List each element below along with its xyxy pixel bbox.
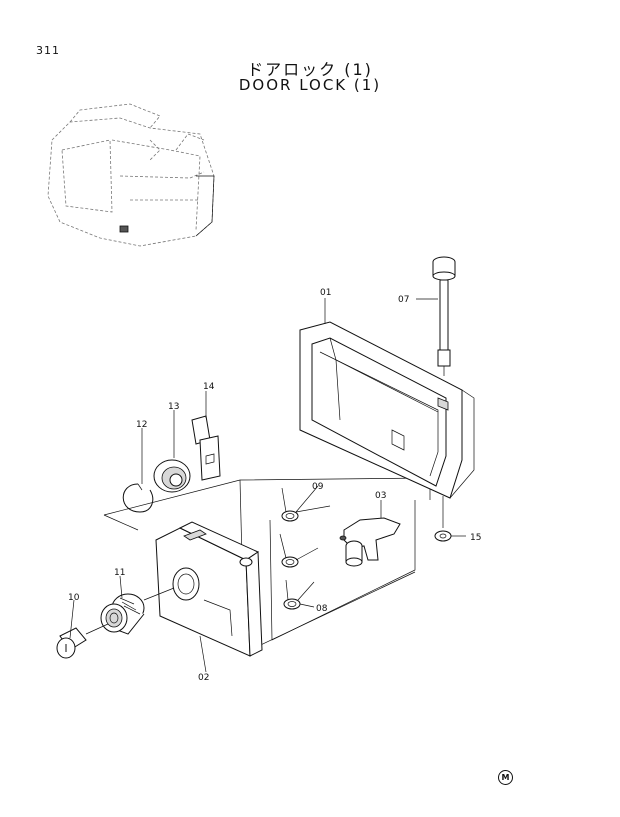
callout-11: 11 (114, 568, 125, 578)
callout-15: 15 (470, 533, 481, 543)
manufacturer-mark: M (498, 770, 513, 785)
callout-08: 08 (316, 604, 328, 614)
callout-07: 07 (398, 295, 409, 305)
part-15-washer (434, 496, 452, 542)
callout-14: 14 (203, 382, 215, 392)
callout-13: 13 (168, 402, 179, 412)
callout-02: 02 (198, 673, 209, 683)
part-01-lock-housing (299, 321, 475, 499)
leader-lines (69, 298, 466, 673)
part-08-spring (279, 533, 319, 610)
callout-03: 03 (375, 491, 386, 501)
part-03-lever (339, 517, 401, 567)
part-14-clip-plate (191, 415, 221, 481)
callout-01: 01 (320, 288, 331, 298)
door-lock-location-marker (119, 225, 129, 233)
part-11-cylinder (100, 593, 145, 635)
part-09-spring (281, 487, 331, 522)
callout-10: 10 (68, 593, 80, 603)
part-02-lock-case (155, 521, 263, 657)
page-number: 311 (36, 44, 60, 57)
assembly-outline (103, 477, 431, 651)
machine-overview-illustration (47, 103, 215, 247)
page-title-japanese: ドアロック (1) (247, 60, 373, 79)
page-title-english: DOOR LOCK (1) (238, 76, 382, 94)
callout-12: 12 (136, 420, 147, 430)
part-12-snap-ring (122, 483, 154, 513)
part-13-retainer (153, 459, 191, 493)
callout-09: 09 (312, 482, 324, 492)
part-07-pin (432, 256, 456, 376)
